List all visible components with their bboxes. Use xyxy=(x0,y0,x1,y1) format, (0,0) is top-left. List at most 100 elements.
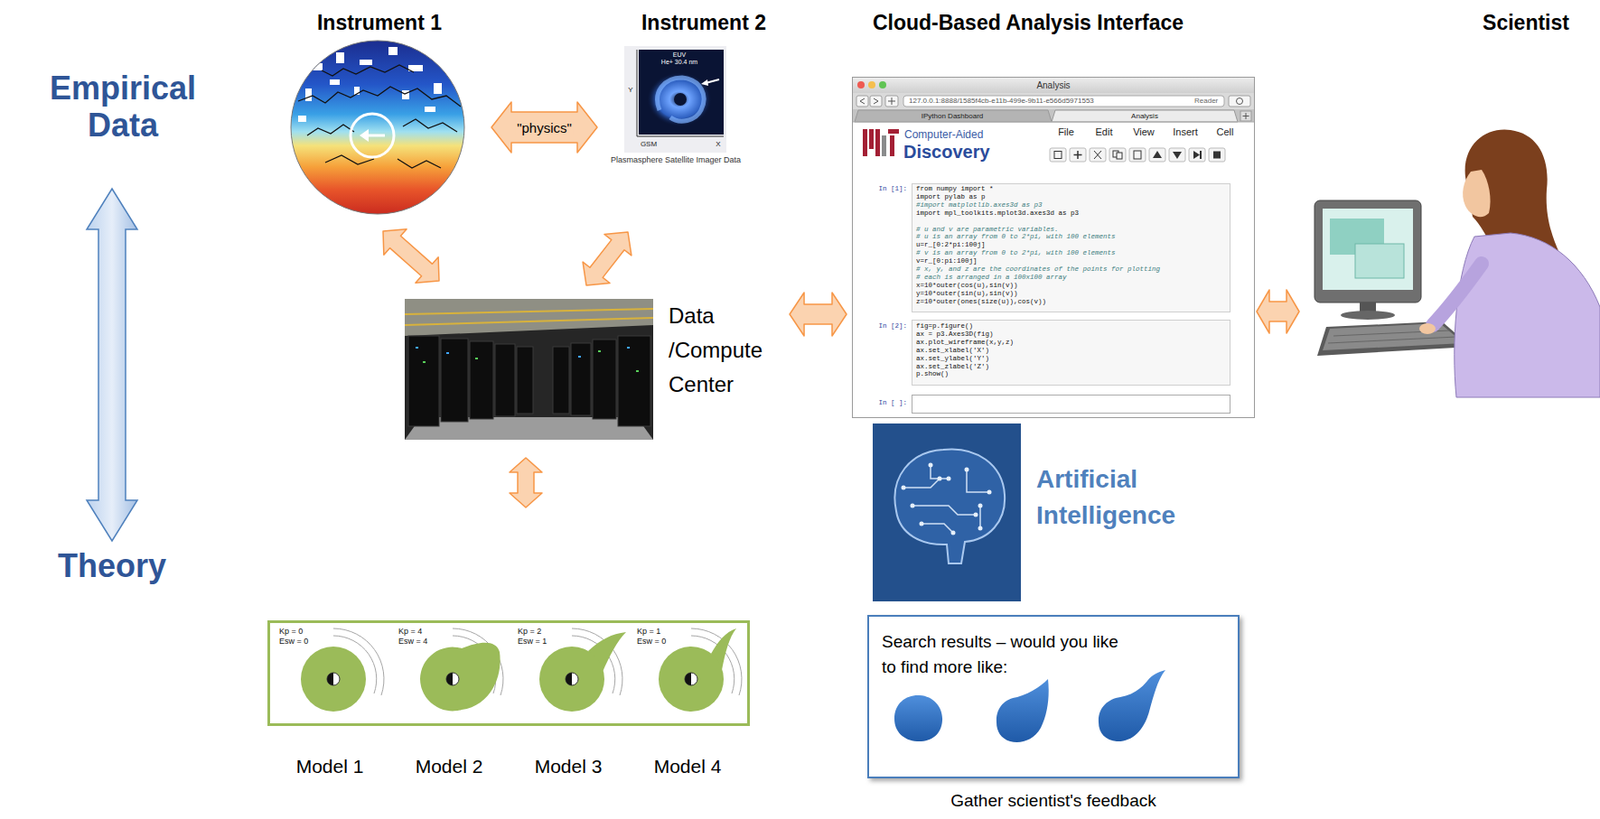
model-panel: Kp = 0Esw = 0Model 1Kp = 4Esw = 4Model 2… xyxy=(267,620,750,727)
code-line: import pylab as p xyxy=(916,194,986,202)
data-center-photo-part xyxy=(592,339,617,420)
model-cell: Kp = 1Esw = 0Model 4 xyxy=(627,623,748,724)
image-text: EUV xyxy=(673,51,686,59)
globe-map-part xyxy=(359,59,373,66)
model-drawing-part xyxy=(300,628,384,712)
globe-map-part xyxy=(321,65,414,76)
model-drawing-part xyxy=(446,673,459,686)
code-line: p.show() xyxy=(916,372,949,380)
ai-brain-image-part xyxy=(973,513,979,518)
data-center-photo-part xyxy=(440,338,468,422)
ai-brain-image-part xyxy=(966,469,990,493)
notebook-window-part xyxy=(852,93,1254,110)
scientist-illustration-part xyxy=(1419,323,1436,335)
notebook-window-part xyxy=(1213,151,1221,160)
model-drawing-part xyxy=(539,646,605,712)
notebook-window-part xyxy=(860,98,865,104)
notebook-window-part xyxy=(1054,151,1062,160)
model-drawing-part xyxy=(327,673,334,686)
plasmasphere-image-part xyxy=(624,46,727,153)
double-arrow xyxy=(1256,290,1300,334)
notebook-window-part xyxy=(852,121,1254,123)
model-drawing-part xyxy=(658,628,742,712)
model-drawing-part xyxy=(300,646,366,712)
code-line: # x, y, and z are the coordinates of the… xyxy=(916,266,1161,274)
notebook-window-part xyxy=(870,95,882,107)
tab-title: Analysis xyxy=(1131,112,1159,121)
column-heading: Instrument 2 xyxy=(641,10,767,35)
model-name: Model 1 xyxy=(296,756,365,778)
model-cell: Kp = 0Esw = 0Model 1 xyxy=(270,623,390,724)
node-label: Data /Compute Center xyxy=(668,299,763,403)
model-drawing-part xyxy=(539,628,627,712)
ai-brain-image-part xyxy=(903,478,940,488)
code-line: y=10*outer(sin(u),sin(v)) xyxy=(916,290,1019,299)
notebook-window-part xyxy=(869,129,874,150)
globe-map-part xyxy=(290,40,467,216)
plasmasphere-image-part xyxy=(646,72,712,127)
ai-brain-image-part xyxy=(978,526,983,532)
axis-label: Theory xyxy=(57,547,167,585)
ai-brain-image-part xyxy=(910,504,916,509)
globe-map xyxy=(290,40,467,216)
globe-map-part xyxy=(359,129,369,142)
result-blob-part xyxy=(1098,670,1166,742)
data-center-photo-part xyxy=(475,357,478,360)
ai-brain-image xyxy=(872,423,1021,602)
notebook-window xyxy=(852,77,1255,419)
image-text: He+ 30.4 nm xyxy=(661,58,698,66)
index-value: Esw = 0 xyxy=(279,636,309,646)
data-center-photo-part xyxy=(408,336,440,427)
model-drawing-part xyxy=(327,673,340,686)
notebook-window-part xyxy=(875,129,880,157)
model-name: Model 3 xyxy=(534,756,603,778)
globe-map-part xyxy=(329,79,340,85)
scientist-illustration xyxy=(1314,129,1600,398)
scientist-illustration-part xyxy=(1322,323,1464,351)
double-arrow xyxy=(789,292,847,337)
column-heading: Instrument 1 xyxy=(317,10,442,35)
menu-item: Edit xyxy=(1095,126,1114,138)
globe-map-part xyxy=(350,113,394,158)
notebook-window-part xyxy=(912,395,1231,414)
index-value: Kp = 0 xyxy=(279,626,303,637)
notebook-window-part xyxy=(879,81,887,89)
globe-map-part xyxy=(307,124,355,136)
notebook-window-part xyxy=(1051,110,1238,122)
code-line: # each is arranged in a 100x100 array xyxy=(916,274,1067,282)
notebook-window-part xyxy=(1074,150,1083,160)
ai-brain-image-part xyxy=(872,423,1021,602)
scientist-illustration-part xyxy=(1328,330,1457,344)
data-center-photo-part xyxy=(446,352,450,355)
scientist-illustration-part xyxy=(1340,310,1395,320)
data-center-photo-part xyxy=(404,299,654,440)
scientist-illustration-part xyxy=(1454,233,1600,398)
column-heading: Cloud-Based Analysis Interface xyxy=(872,10,1184,35)
menu-item: Cell xyxy=(1216,126,1235,138)
plasmasphere-image-part xyxy=(701,79,709,86)
logo-text: Computer-Aided xyxy=(904,129,983,141)
axis-letter: Y xyxy=(627,86,633,95)
compute-center: Data /Compute Center xyxy=(404,299,763,440)
index-value: Kp = 4 xyxy=(398,626,422,637)
code-line: # u is an array from 0 to 2*pi, with 100… xyxy=(916,234,1116,243)
cell-prompt: In [ ]: xyxy=(878,400,908,408)
search-results-box: Search results – would you like to find … xyxy=(867,615,1240,779)
double-arrow xyxy=(383,229,440,284)
data-center-photo-part xyxy=(404,318,654,326)
index-value: Esw = 0 xyxy=(636,636,666,646)
data-center-photo-part xyxy=(570,343,591,416)
plasmasphere-image-part xyxy=(636,49,724,137)
logo-text: Discovery xyxy=(903,141,991,162)
code-line: v=r_[0:pi:100j] xyxy=(916,258,978,266)
notebook-window-part xyxy=(1188,148,1206,162)
instrument-globe: Instrument 1 xyxy=(290,40,467,216)
scientist-illustration-part xyxy=(1314,200,1422,303)
notebook-window-part xyxy=(888,97,896,105)
ai-brain-image-part xyxy=(894,449,1005,564)
data-center-photo-part xyxy=(636,370,639,373)
ai-brain-image-part xyxy=(901,486,907,491)
code-line: fig=p.figure() xyxy=(916,323,974,331)
